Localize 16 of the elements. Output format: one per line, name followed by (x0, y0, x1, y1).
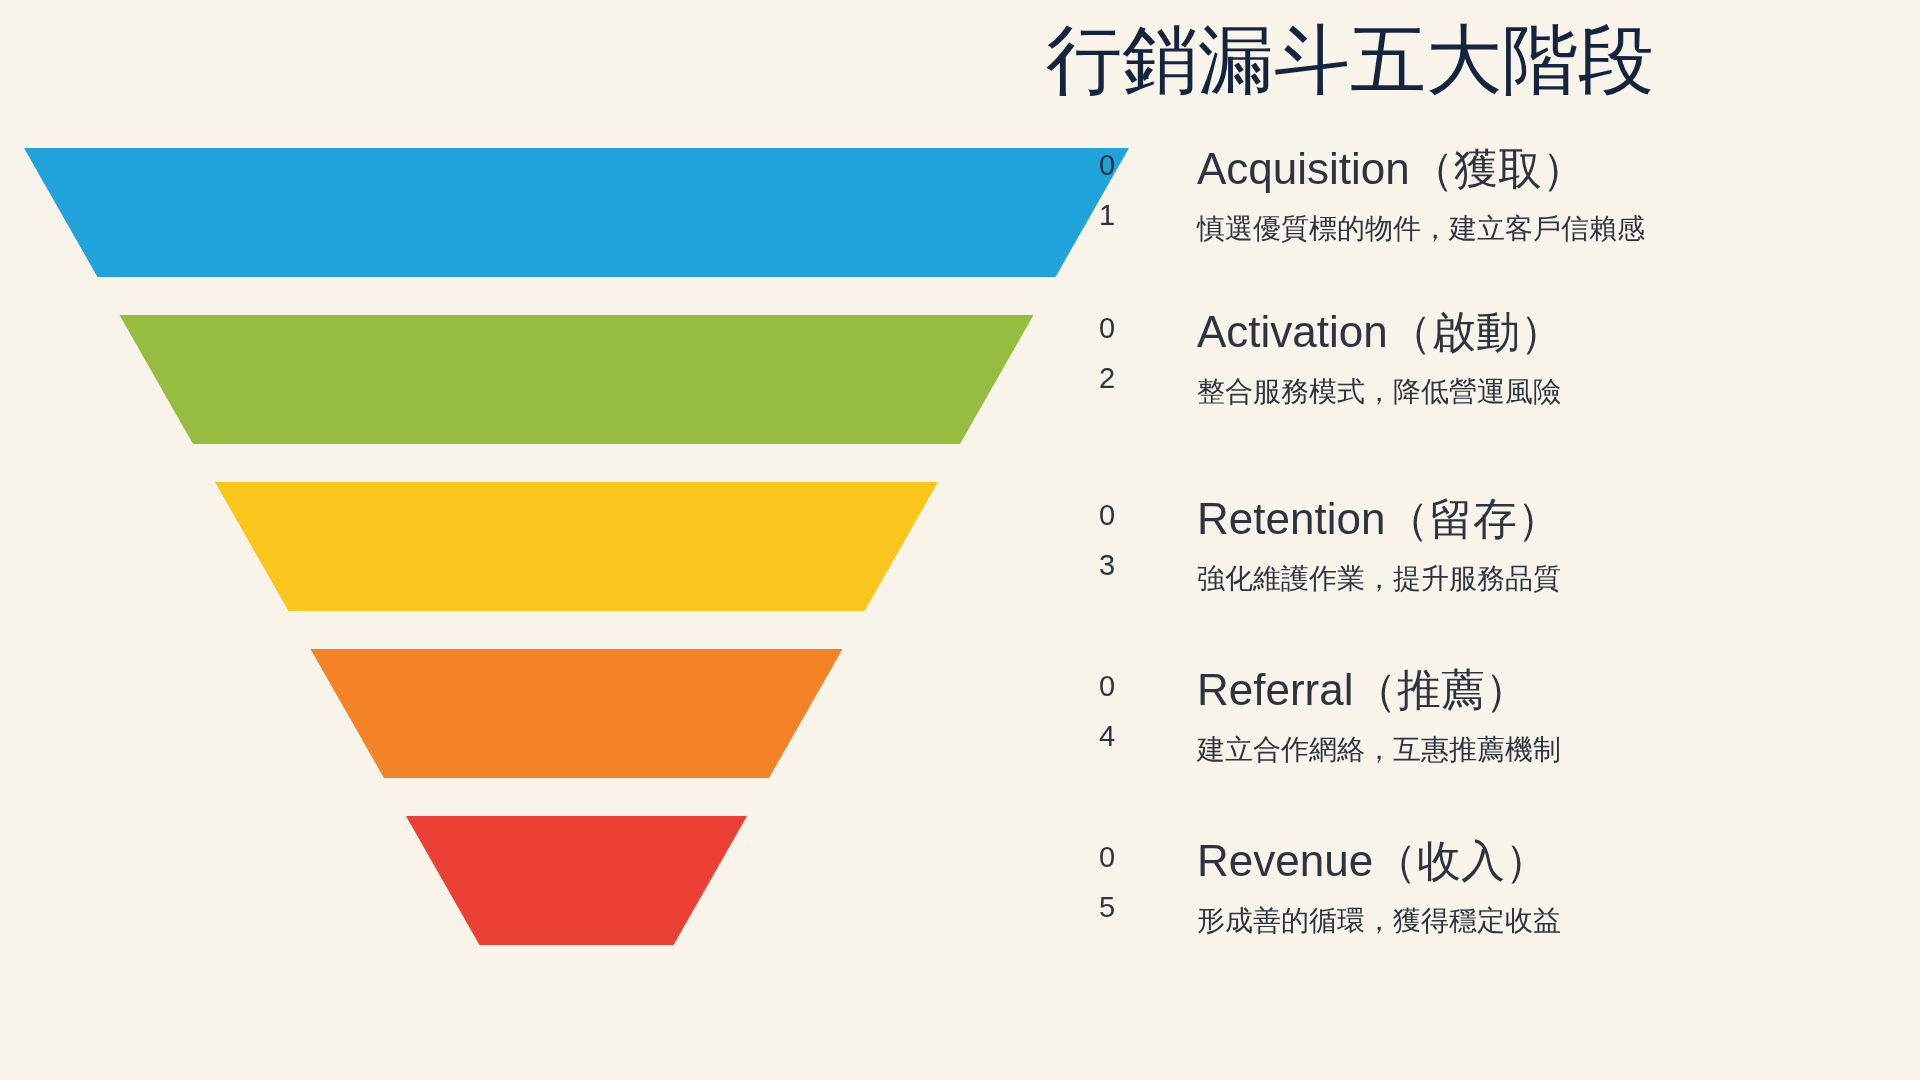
stage-description: 形成善的循環，獲得穩定收益 (1197, 903, 1561, 939)
step-number: 04 (1097, 669, 1117, 754)
step-number: 01 (1097, 148, 1117, 233)
stage-heading: Retention（留存） (1197, 493, 1562, 545)
stage-description: 整合服務模式，降低營運風險 (1197, 374, 1561, 410)
stage-description: 強化維護作業，提升服務品質 (1197, 561, 1561, 597)
title: 行銷漏斗五大階段 (1045, 14, 1655, 106)
step-number: 05 (1097, 840, 1117, 925)
stage-heading: Activation（啟動） (1197, 306, 1564, 358)
stage-heading: Referral（推薦） (1197, 664, 1530, 716)
stage-heading: Acquisition（獲取） (1197, 143, 1586, 195)
stage-description: 建立合作網絡，互惠推薦機制 (1197, 732, 1561, 768)
step-number: 03 (1097, 498, 1117, 583)
stage-heading: Revenue（收入） (1197, 835, 1550, 887)
stage-description: 慎選優質標的物件，建立客戶信賴感 (1197, 211, 1645, 247)
step-number: 02 (1097, 311, 1117, 396)
